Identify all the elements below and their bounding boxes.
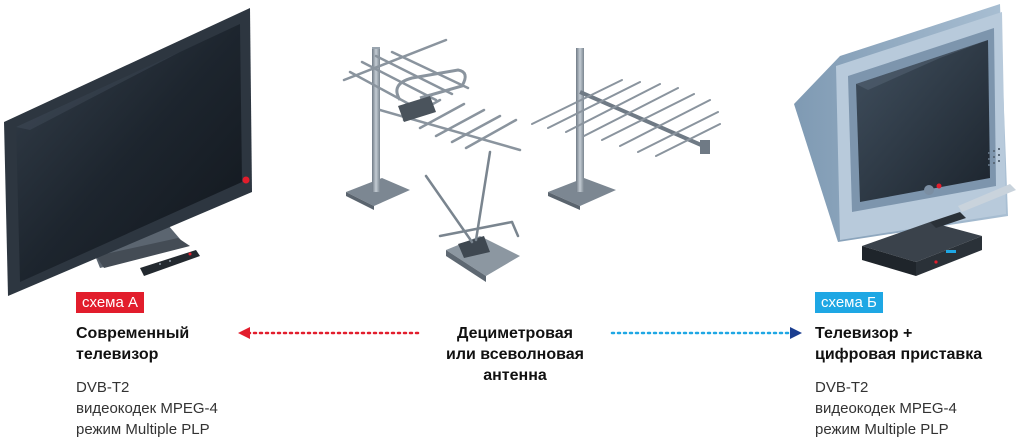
remote-control-b-icon bbox=[930, 184, 1016, 228]
scheme-a-title-line1: Современный bbox=[76, 325, 190, 342]
uhf-antenna-icon bbox=[342, 38, 522, 210]
arrow-to-scheme-b bbox=[610, 327, 802, 339]
scheme-a-spec: режим Multiple PLP bbox=[76, 421, 210, 438]
scheme-a-title-line2: телевизор bbox=[76, 346, 159, 363]
scheme-b-title: Телевизор + цифровая приставка bbox=[815, 323, 1020, 365]
remote-control-icon bbox=[140, 250, 200, 276]
scheme-b-badge: схема Б bbox=[815, 292, 883, 313]
scheme-a-title: Современный телевизор bbox=[76, 323, 276, 365]
flat-tv-icon bbox=[4, 8, 252, 296]
antenna-title: Дециметровая или всеволновая антенна bbox=[430, 323, 600, 386]
scheme-b-spec: режим Multiple PLP bbox=[815, 421, 949, 438]
crt-tv-icon bbox=[794, 4, 1008, 242]
scheme-a-spec: видеокодек MPEG-4 bbox=[76, 400, 218, 417]
arrow-to-scheme-a bbox=[238, 327, 422, 339]
set-top-box-icon bbox=[862, 222, 982, 276]
antenna-title-line2: или всеволновая bbox=[446, 346, 584, 363]
antenna-title-line1: Дециметровая bbox=[457, 325, 573, 342]
scheme-a-badge: схема А bbox=[76, 292, 145, 313]
scheme-b-title-line2: цифровая приставка bbox=[815, 346, 983, 363]
scheme-b-specs: DVB-T2 видеокодек MPEG-4 режим Multiple … bbox=[815, 377, 1020, 440]
scheme-b-spec: DVB-T2 bbox=[815, 379, 869, 396]
allwave-antenna-icon bbox=[531, 48, 721, 210]
scheme-b-title-line1: Телевизор + bbox=[815, 325, 913, 342]
indoor-antenna-icon bbox=[424, 150, 520, 282]
scheme-b-spec: видеокодек MPEG-4 bbox=[815, 400, 957, 417]
scheme-a-specs: DVB-T2 видеокодек MPEG-4 режим Multiple … bbox=[76, 377, 276, 440]
antenna-title-line3: антенна bbox=[483, 367, 547, 384]
scheme-a-spec: DVB-T2 bbox=[76, 379, 130, 396]
